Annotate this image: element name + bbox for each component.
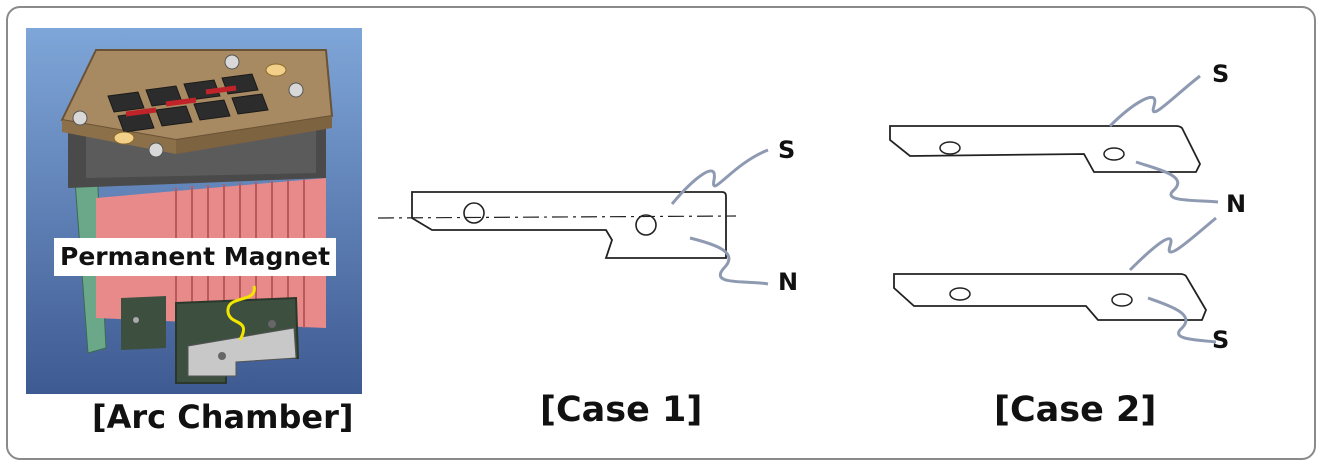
case1-leader-n bbox=[689, 236, 769, 286]
case2-upper-pole-n: N bbox=[1226, 190, 1246, 218]
case2-leader-upper-s bbox=[1108, 74, 1201, 128]
case2-leader-link bbox=[1128, 216, 1217, 272]
case1-pole-n: N bbox=[778, 268, 798, 296]
case1-leader-s bbox=[670, 148, 769, 205]
case1-pole-s: S bbox=[778, 136, 795, 164]
case2-lower-pole-s: S bbox=[1212, 326, 1229, 354]
case1-terminal bbox=[377, 191, 737, 259]
case2-leader-lower-s bbox=[1147, 296, 1217, 344]
case2-upper-pole-s: S bbox=[1212, 60, 1229, 88]
case-diagrams: S N S N S bbox=[377, 60, 1246, 354]
case2-leader-upper-n bbox=[1135, 160, 1219, 204]
arc-chamber-caption: [Arc Chamber] bbox=[92, 398, 354, 436]
case2-lower-terminal bbox=[893, 273, 1207, 321]
arc-chamber-image bbox=[26, 28, 362, 394]
case2-upper-terminal bbox=[889, 125, 1202, 173]
case2-caption: [Case 2] bbox=[994, 390, 1157, 430]
case1-caption: [Case 1] bbox=[540, 390, 703, 430]
magnet-leader-line bbox=[226, 285, 256, 341]
permanent-magnet-label: Permanent Magnet bbox=[54, 238, 337, 276]
